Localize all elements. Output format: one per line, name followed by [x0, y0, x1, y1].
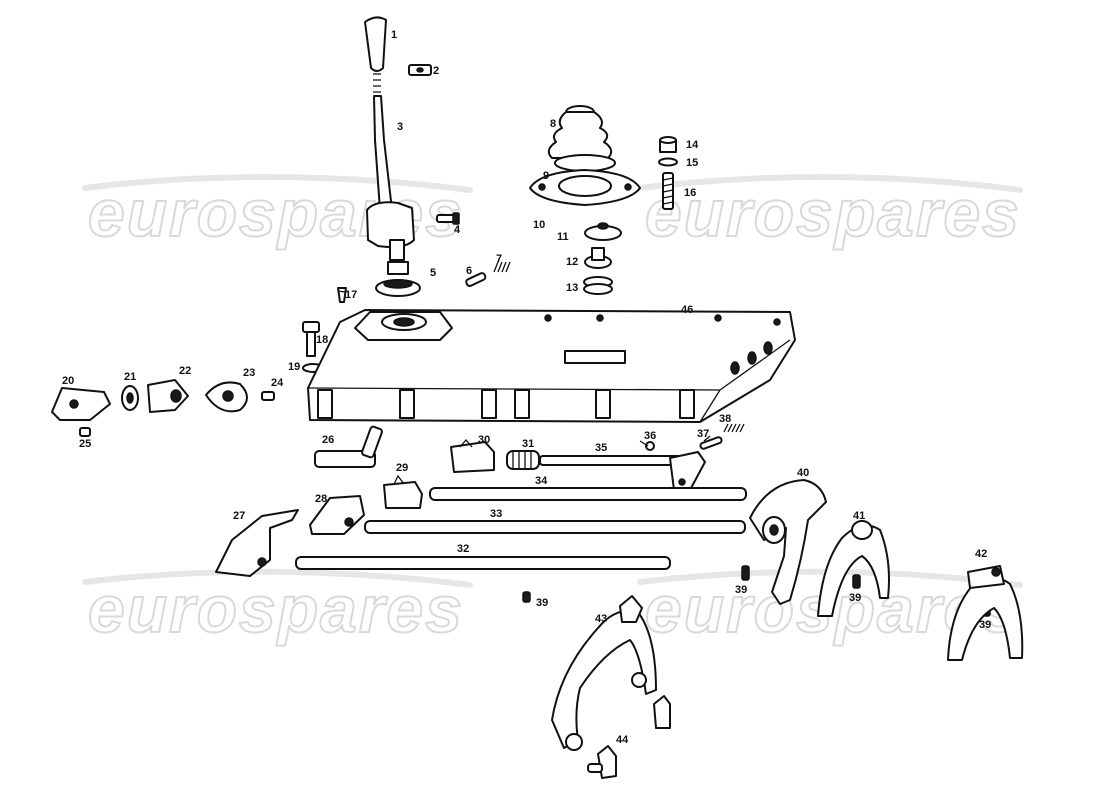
callout-21: 21: [124, 371, 136, 383]
callout-10: 10: [533, 219, 545, 231]
callout-42: 42: [975, 548, 987, 560]
part-bracket-screw: [79, 427, 91, 437]
callout-27: 27: [233, 510, 245, 522]
part-stud-washer: [658, 157, 678, 167]
leader-lines: [337, 290, 711, 447]
part-gear-knob: [364, 16, 387, 72]
callout-8: 8: [550, 118, 556, 130]
part-rubber-boot: [547, 105, 613, 159]
part-fork-pad-a: [653, 695, 671, 729]
part-linkage-lever: [147, 379, 189, 413]
part-selector-head-upper: [450, 439, 495, 473]
part-selector-rod-32: [295, 556, 671, 570]
part-detent-ball: [645, 441, 655, 451]
part-shift-fork-41: [817, 520, 890, 617]
callout-14: 14: [686, 139, 699, 151]
watermark-top-right: eurospares: [645, 176, 1021, 250]
part-lever-bush: [375, 261, 421, 297]
callout-32: 32: [457, 543, 469, 555]
callout-2: 2: [433, 65, 439, 77]
callout-5: 5: [430, 267, 436, 279]
callout-31: 31: [522, 438, 534, 450]
part-grub-screw-a: [741, 565, 750, 581]
callout-15: 15: [686, 157, 698, 169]
part-linkage-gasket: [205, 381, 248, 413]
part-stud-nut: [659, 136, 677, 153]
watermark-bottom-left: eurospares: [88, 572, 464, 646]
part-interlock-plate: [314, 425, 383, 468]
callout-39-fork40: 39: [735, 584, 747, 596]
callout-41: 41: [853, 510, 865, 522]
part-boot-cup: [584, 222, 622, 241]
callout-39-fork41: 39: [849, 592, 861, 604]
callout-35: 35: [595, 442, 607, 454]
callout-34: 34: [535, 475, 548, 487]
part-boot-retainer-plate: [529, 154, 641, 206]
callout-6: 6: [466, 265, 472, 277]
part-linkage-screw: [261, 391, 275, 401]
callout-3: 3: [397, 121, 403, 133]
callout-18: 18: [316, 334, 328, 346]
part-shift-fork-43: [551, 595, 657, 751]
part-detent-spring: [493, 261, 511, 273]
part-selector-rod-34: [429, 487, 747, 501]
callout-19: 19: [288, 361, 300, 373]
part-lock-nut: [408, 64, 432, 76]
part-shift-fork-40: [749, 479, 827, 605]
callout-12: 12: [566, 256, 578, 268]
callout-28: 28: [315, 493, 327, 505]
callout-25: 25: [79, 438, 91, 450]
part-interlock-pin: [699, 436, 723, 450]
part-interlock-spring: [723, 423, 745, 433]
part-lever-screw: [436, 212, 460, 225]
part-grub-screw-d: [522, 591, 531, 603]
part-selector-rod-33: [364, 520, 746, 534]
part-lever-spring: [583, 276, 613, 295]
callout-29: 29: [396, 462, 408, 474]
callout-43: 43: [595, 613, 607, 625]
callout-labels: 1 2 3 4 5 6 7 8 9 10 11 12 13 14 15 16 1…: [62, 29, 991, 746]
callout-36: 36: [644, 430, 656, 442]
callout-46: 46: [681, 304, 693, 316]
part-spring-cup: [584, 247, 612, 269]
part-shift-fork-42: [947, 565, 1024, 661]
callout-33: 33: [490, 508, 502, 520]
part-selector-rod-upper: [539, 451, 706, 491]
callout-22: 22: [179, 365, 191, 377]
callout-44: 44: [616, 734, 629, 746]
callout-30: 30: [478, 434, 490, 446]
part-gear-lever: [366, 73, 415, 261]
callout-13: 13: [566, 282, 578, 294]
callout-16: 16: [684, 187, 696, 199]
callout-9: 9: [543, 170, 549, 182]
part-linkage-bracket: [51, 387, 111, 421]
callout-40: 40: [797, 467, 809, 479]
callout-17: 17: [345, 289, 357, 301]
part-reverse-lever: [215, 509, 299, 577]
part-detent-pin: [465, 272, 487, 287]
callout-24: 24: [271, 377, 284, 389]
part-selector-head-lower: [309, 495, 365, 535]
callout-7: 7: [496, 253, 502, 265]
part-stud: [662, 172, 674, 210]
callout-4: 4: [454, 224, 461, 236]
part-cover-bolt: [302, 321, 320, 357]
part-selector-head-middle: [383, 474, 423, 509]
callout-37: 37: [697, 428, 709, 440]
callout-26: 26: [322, 434, 334, 446]
callout-1: 1: [391, 29, 397, 41]
callout-39-fork42: 39: [979, 619, 991, 631]
part-grub-screw-b: [852, 574, 861, 589]
part-selector-spring: [506, 450, 540, 470]
part-selector-housing: [307, 309, 796, 423]
callout-23: 23: [243, 367, 255, 379]
part-fork-pad-b: [587, 745, 617, 779]
part-linkage-bush: [121, 385, 139, 411]
callout-20: 20: [62, 375, 74, 387]
callout-38: 38: [719, 413, 731, 425]
callout-39-center: 39: [536, 597, 548, 609]
watermark-layer: eurospares eurospares eurospares eurospa…: [82, 174, 1023, 647]
callout-11: 11: [557, 231, 569, 243]
